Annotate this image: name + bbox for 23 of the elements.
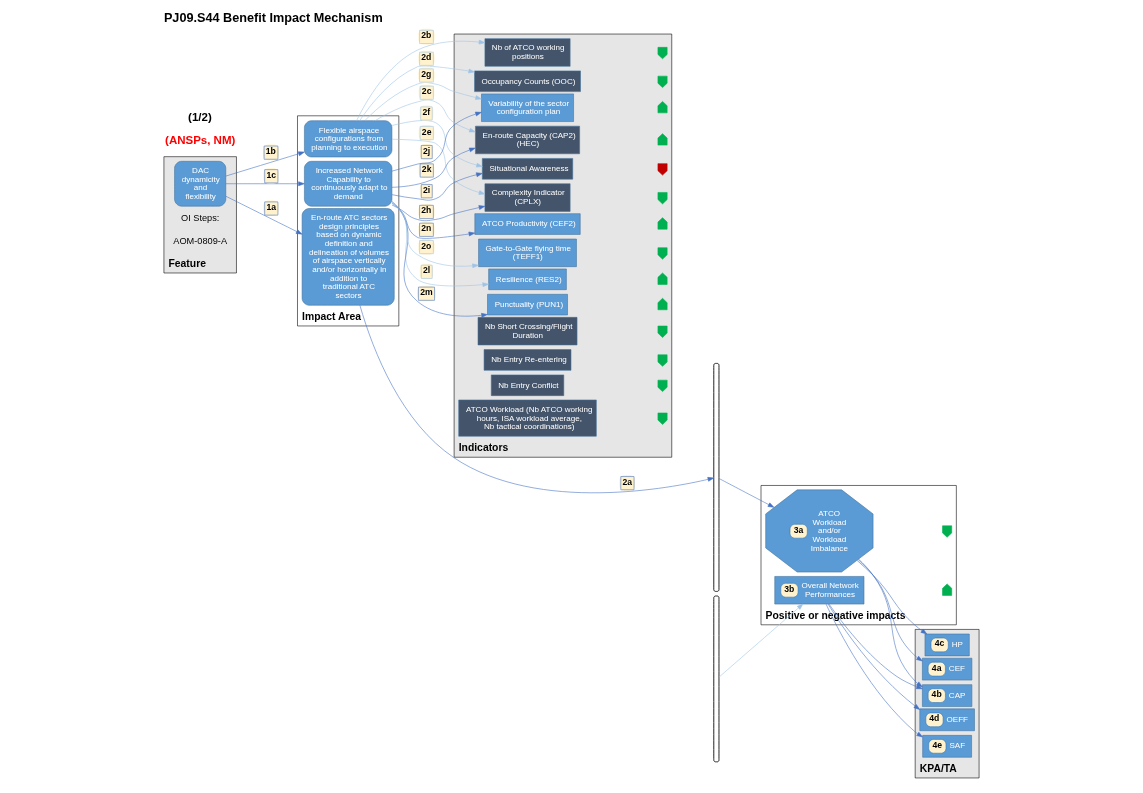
- edge-label: 2k: [421, 163, 432, 174]
- diagram-title: PJ09.S44 Benefit Impact Mechanism: [163, 11, 383, 26]
- edge-label: 2i: [423, 184, 431, 195]
- edge-label: 2b: [421, 30, 432, 41]
- edge-label: 1b: [265, 146, 276, 157]
- edge-label: 2h: [421, 205, 432, 216]
- edge-label: 2j: [423, 145, 431, 156]
- label: AOM-0809-A: [173, 236, 228, 247]
- edge-label: 2e: [421, 126, 432, 137]
- label: (1/2): [188, 110, 212, 123]
- edge-label: 2d: [421, 52, 432, 63]
- edge-label: 1a: [266, 201, 276, 212]
- edge-label: 2o: [421, 240, 432, 251]
- edge-label: 2m: [420, 287, 433, 298]
- label: OI Steps:: [181, 213, 220, 224]
- edge-label: 2n: [421, 223, 432, 234]
- edge-label: 2f: [422, 106, 431, 117]
- edge-label: 2l: [423, 265, 431, 276]
- edge-label: 2c: [421, 86, 432, 97]
- edge-label: 1c: [266, 169, 276, 180]
- edge-label: 2g: [421, 68, 432, 79]
- edge-label: 2a: [622, 476, 633, 487]
- label: (ANSPs, NM): [165, 134, 236, 147]
